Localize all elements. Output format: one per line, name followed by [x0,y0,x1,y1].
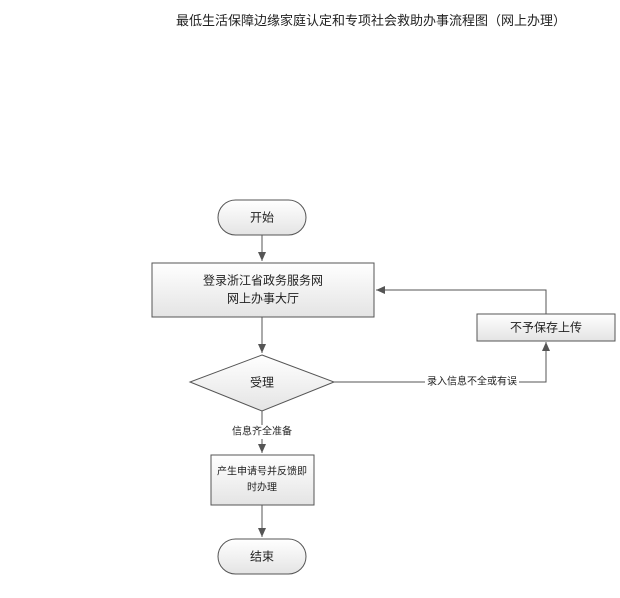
node-login: 登录浙江省政务服务网 网上办事大厅 [151,262,375,318]
edge-accept-to-reject [334,342,550,383]
node-generate-shape [210,454,315,506]
node-login-label-line1: 登录浙江省政务服务网 [203,273,323,288]
node-end: 结束 [217,538,307,575]
edge-reject-to-login [376,286,547,314]
node-end-shape [217,538,307,575]
page-title: 最低生活保障边缘家庭认定和专项社会救助办事流程图（网上办理） [176,14,567,29]
node-accept-shape [188,354,336,412]
node-login-label-line2: 网上办事大厅 [227,291,299,306]
node-reject-label: 不予保存上传 [510,320,582,335]
node-generate-label-line2: 时办理 [247,481,277,494]
node-accept: 受理 [188,354,336,412]
node-generate: 产生申请号并反馈即 时办理 [210,454,315,506]
node-reject: 不予保存上传 [476,313,616,342]
edge-labels: 录入信息不全或有误 信息齐全准备 [228,375,519,439]
node-reject-shape [476,313,616,342]
node-login-shape [151,262,375,318]
node-start-label: 开始 [250,211,274,225]
node-end-label: 结束 [250,550,274,564]
edges [258,235,550,537]
edge-label-incomplete: 录入信息不全或有误 [427,375,517,388]
edge-label-complete: 信息齐全准备 [232,425,292,438]
node-start: 开始 [217,199,307,236]
node-accept-label: 受理 [250,376,274,390]
node-start-shape [217,199,307,236]
node-generate-label-line1: 产生申请号并反馈即 [217,465,307,478]
